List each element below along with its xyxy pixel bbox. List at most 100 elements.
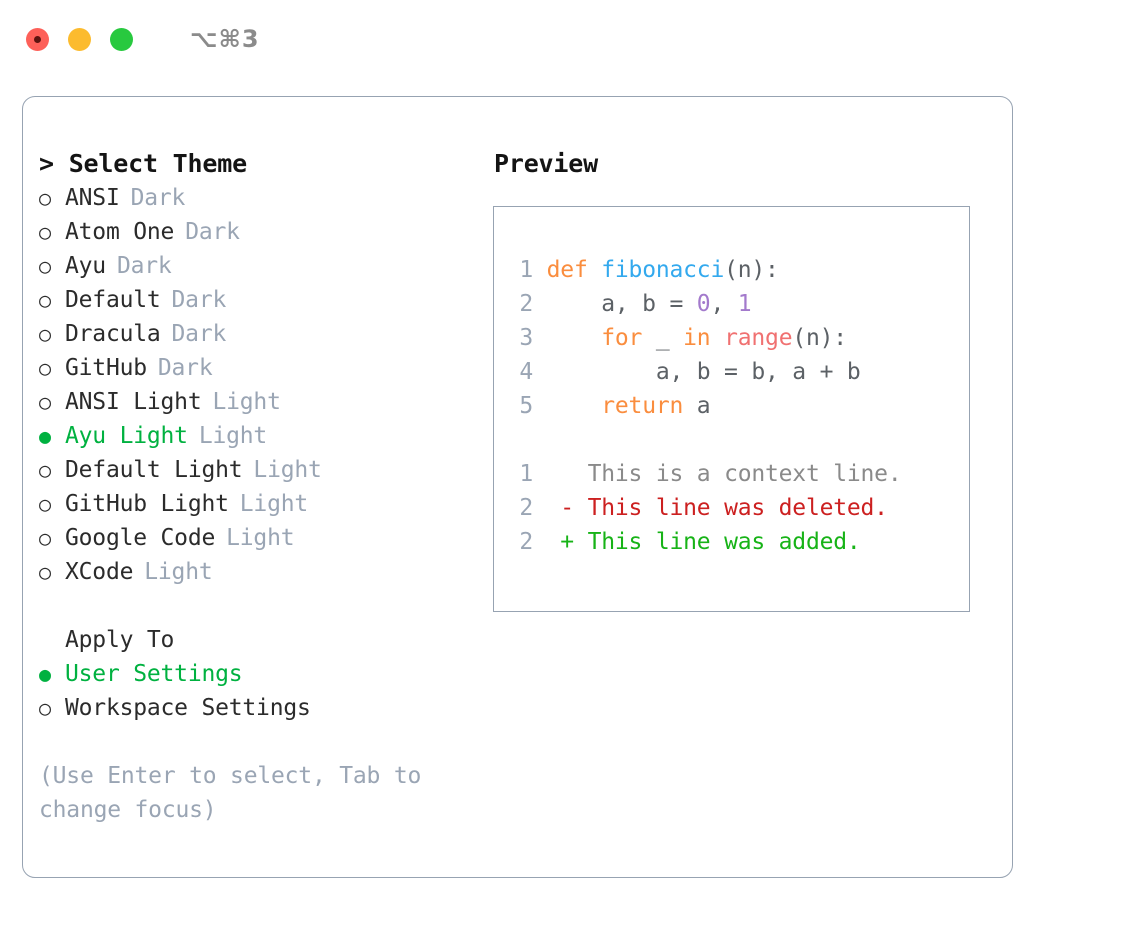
code-token-plain: _ (642, 325, 684, 351)
theme-option-tag: Dark (171, 321, 227, 347)
apply-to-option-user-settings[interactable]: ●User Settings (39, 657, 493, 691)
theme-option-ayu[interactable]: ○ Ayu Dark (39, 249, 493, 283)
theme-option-label: ANSI Light (65, 389, 202, 415)
diff-sample: 1 This is a context line.2 - This line w… (507, 457, 969, 559)
radio-unselected-icon: ○ (39, 288, 51, 312)
theme-option-label: GitHub Light (65, 491, 229, 517)
minimize-window-button[interactable] (68, 27, 91, 51)
code-line: 3 for _ in range(n): (507, 321, 969, 355)
diff-line: 1 This is a context line. (507, 457, 969, 491)
code-token-plain (710, 325, 724, 351)
preview-heading: Preview (494, 149, 598, 178)
code-token-plain: , (710, 291, 738, 317)
close-window-button[interactable] (26, 27, 49, 51)
theme-option-default[interactable]: ○ Default Dark (39, 283, 493, 317)
diff-marker: - (533, 495, 588, 521)
theme-option-dracula[interactable]: ○ Dracula Dark (39, 317, 493, 351)
keyboard-hint-text: (Use Enter to select, Tab to change focu… (39, 763, 422, 823)
select-theme-heading: > Select Theme (39, 149, 247, 178)
maximize-window-button[interactable] (110, 27, 133, 51)
radio-unselected-icon: ○ (39, 526, 51, 550)
radio-unselected-icon: ○ (39, 458, 51, 482)
apply-to-option-workspace-settings[interactable]: ○ Workspace Settings (39, 691, 493, 725)
diff-marker: + (533, 529, 588, 555)
radio-unselected-icon: ○ (39, 390, 51, 414)
theme-option-ansi-light[interactable]: ○ ANSI Light Light (39, 385, 493, 419)
code-token-plain (533, 257, 547, 283)
theme-option-default-light[interactable]: ○ Default Light Light (39, 453, 493, 487)
theme-option-tag: Light (253, 457, 322, 483)
diff-marker (533, 461, 588, 487)
radio-unselected-icon: ○ (39, 356, 51, 380)
code-token-plain (588, 257, 602, 283)
theme-option-tag: Light (239, 491, 309, 517)
code-token-fn: fibonacci (601, 257, 725, 283)
code-token-kw: for (601, 325, 643, 351)
theme-option-tag: Light (226, 525, 295, 551)
radio-unselected-icon: ○ (39, 254, 51, 278)
diff-text: This line was added. (587, 529, 861, 555)
code-line: 5 return a (507, 389, 969, 423)
radio-unselected-icon: ○ (39, 560, 51, 584)
theme-option-label: XCode (65, 559, 134, 585)
code-token-plain: a, b = (533, 291, 697, 317)
theme-option-ansi[interactable]: ○ ANSI Dark (39, 181, 493, 215)
apply-to-heading: Apply To (65, 627, 175, 653)
theme-option-label: Ayu Light (65, 423, 188, 449)
diff-line-number: 2 (519, 495, 533, 521)
code-token-kw: in (683, 325, 711, 351)
code-token-plain: (n): (724, 257, 779, 283)
code-line: 2 a, b = 0, 1 (507, 287, 969, 321)
theme-option-label: Dracula (65, 321, 161, 347)
theme-option-tag: Dark (171, 287, 227, 313)
traffic-light-group (26, 27, 133, 51)
apply-to-option-label: Workspace Settings (65, 695, 311, 721)
radio-unselected-icon: ○ (39, 220, 51, 244)
theme-option-tag: Dark (185, 219, 240, 245)
theme-option-label: Google Code (65, 525, 216, 551)
theme-option-google-code[interactable]: ○ Google Code Light (39, 521, 493, 555)
apply-to-option-list[interactable]: ●User Settings ○ Workspace Settings (39, 657, 493, 725)
code-line: 4 a, b = b, a + b (507, 355, 969, 389)
code-token-num: 1 (737, 291, 752, 317)
radio-selected-icon: ● (39, 662, 51, 686)
code-token-plain: a (683, 393, 711, 419)
theme-option-tag: Dark (116, 253, 172, 279)
code-line-number: 4 (519, 359, 533, 385)
code-token-kw: return (601, 393, 684, 419)
radio-unselected-icon: ○ (39, 186, 51, 210)
theme-option-tag: Light (212, 389, 281, 415)
code-token-call: range (724, 325, 793, 351)
radio-unselected-icon: ○ (39, 322, 51, 346)
radio-unselected-icon: ○ (39, 696, 51, 720)
title-bar: ⌥⌘3 (0, 0, 1140, 78)
theme-option-tag: Dark (157, 355, 213, 381)
theme-option-label: Ayu (65, 253, 106, 279)
code-line-number: 2 (519, 291, 533, 317)
theme-option-label: Default (65, 287, 161, 313)
radio-selected-icon: ● (39, 424, 51, 448)
code-token-plain: a, b = b, a + b (533, 359, 861, 385)
theme-option-label: ANSI (65, 185, 120, 211)
preview-column: Preview 1 def fibonacci(n):2 a, b = 0, 1… (493, 97, 1012, 877)
diff-line: 2 - This line was deleted. (507, 491, 969, 525)
list-spacer (39, 589, 493, 623)
code-token-plain: (n): (792, 325, 847, 351)
theme-option-label: Default Light (65, 457, 243, 483)
diff-text: This line was deleted. (587, 495, 888, 521)
code-token-plain (533, 325, 601, 351)
theme-option-tag: Dark (130, 185, 186, 211)
hint-spacer (39, 725, 493, 759)
diff-line-number: 1 (519, 461, 533, 487)
code-line-number: 1 (519, 257, 533, 283)
